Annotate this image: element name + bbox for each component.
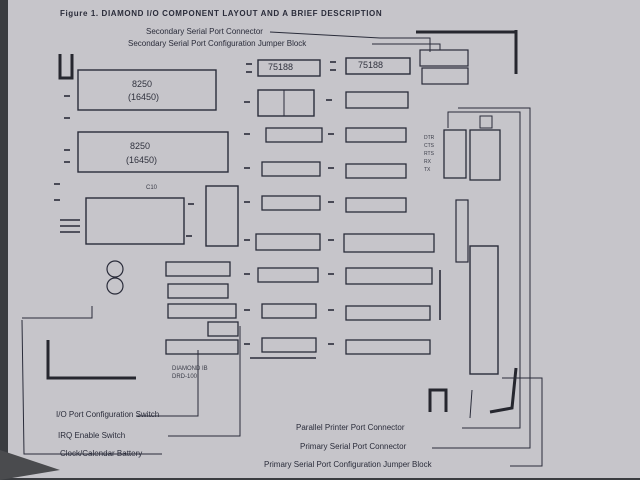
callout-secondary-serial-connector: Secondary Serial Port Connector (146, 27, 263, 36)
connector-secondary (419, 49, 469, 67)
board-edge-bottom-right (489, 367, 518, 414)
board-edge-bottom-left (46, 340, 136, 380)
small-components (54, 61, 441, 359)
table-corner (0, 450, 60, 480)
board-id: DIAMOND IB (172, 366, 208, 372)
uart-chip-bottom (77, 131, 229, 173)
chip-small-left (205, 185, 239, 247)
jumper-label-cts: CTS (424, 143, 434, 149)
driver-right-label: 75188 (358, 60, 384, 70)
driver-chip-left (257, 59, 321, 77)
driver-chip-right (345, 57, 411, 75)
callout-primary-serial-jumper: Primary Serial Port Configuration Jumper… (264, 460, 432, 469)
chip-block-a (257, 89, 315, 117)
jumper-label-tx: TX (424, 167, 431, 173)
clock-chip (85, 197, 185, 245)
callout-irq-switch: IRQ Enable Switch (58, 431, 126, 440)
paper-sheet (8, 0, 640, 478)
callout-secondary-serial-jumper: Secondary Serial Port Configuration Jump… (128, 39, 307, 48)
connector-header-secondary (469, 129, 501, 181)
uart-bottom-alt-label: (16450) (126, 155, 158, 165)
jumper-block-secondary (443, 129, 467, 179)
figure-title: Figure 1. DIAMOND I/O COMPONENT LAYOUT A… (60, 9, 383, 18)
jumper-label-dtr: DTR (424, 135, 435, 141)
connector-header-primary (469, 245, 499, 375)
ic-column-left (255, 127, 323, 353)
uart-bottom-label: 8250 (130, 141, 151, 151)
board-bracket-bottom (428, 388, 448, 412)
uart-chip-top (77, 69, 217, 111)
callout-io-port-switch: I/O Port Configuration Switch (56, 410, 160, 419)
jumper-label-rts: RTS (424, 151, 434, 157)
jumper-block-primary (455, 199, 469, 263)
callout-parallel-connector: Parallel Printer Port Connector (296, 423, 405, 432)
callout-clock-battery: Clock/Calendar Battery (60, 449, 143, 458)
jumper-label-rx: RX (424, 159, 431, 165)
uart-top-alt-label: (16450) (128, 92, 160, 102)
capacitor-label: C10 (146, 185, 158, 191)
battery-cell (106, 260, 124, 278)
board-bracket-left (58, 54, 74, 80)
board-part: DRD-100 (172, 374, 198, 380)
callout-primary-serial-connector: Primary Serial Port Connector (300, 442, 407, 451)
battery-cell (106, 277, 124, 295)
leader-lines (21, 31, 543, 467)
ic-lower-left (165, 261, 239, 355)
driver-left-label: 75188 (268, 62, 294, 72)
uart-top-label: 8250 (132, 79, 153, 89)
ic-column-right (343, 91, 435, 355)
